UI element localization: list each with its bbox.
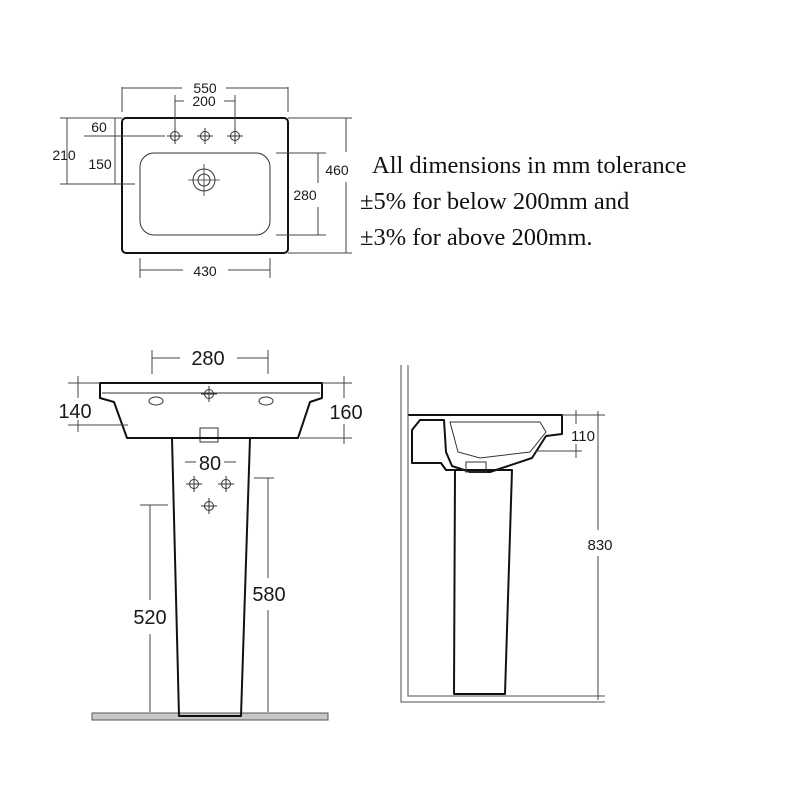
front-dim-580: 580 <box>252 477 286 712</box>
front-basin-outline <box>99 382 323 439</box>
plan-dim-550: 550 <box>121 80 289 112</box>
front-dim-520: 520 <box>133 504 168 712</box>
side-dim-830: 830 <box>587 411 613 700</box>
tolerance-note-line-1: All dimensions in mm tolerance <box>372 152 687 179</box>
plan-dim-right: 460 280 <box>276 117 352 254</box>
front-dim-140-label: 140 <box>58 401 91 423</box>
front-dim-160: 160 <box>300 376 363 444</box>
front-fixing-left-icon <box>185 475 203 493</box>
side-pedestal-outline <box>453 469 513 695</box>
side-basin-outline <box>408 414 563 473</box>
front-dim-280: 280 <box>151 348 269 374</box>
side-dim-830-label: 830 <box>587 537 612 554</box>
plan-dim-550-label: 550 <box>193 80 217 96</box>
front-dim-140: 140 <box>58 376 128 432</box>
plan-dim-left: 60 210 150 <box>52 117 165 185</box>
plan-tap-hole-right-icon <box>226 127 244 145</box>
plan-dim-280-label: 280 <box>293 187 317 203</box>
side-dim-110-label: 110 <box>571 428 595 445</box>
front-dim-580-label: 580 <box>252 584 285 606</box>
side-dim-110: 110 <box>536 410 605 458</box>
plan-tap-hole-left-icon <box>166 127 184 145</box>
front-fixing-right-icon <box>217 475 235 493</box>
plan-dim-430-label: 430 <box>193 263 217 279</box>
plan-dim-60-label: 60 <box>91 119 107 135</box>
plan-dim-460-label: 460 <box>325 162 349 178</box>
tolerance-note-line-2: ±5% for below 200mm and <box>360 188 630 215</box>
plan-bowl-outline <box>139 152 271 236</box>
plan-basin-outline <box>121 117 289 254</box>
side-wall-floor <box>400 365 605 703</box>
front-tap-hole-left-icon <box>148 396 164 406</box>
tolerance-note-line-3: ±3% for above 200mm. <box>360 224 593 251</box>
tolerance-note: All dimensions in mm tolerance ±5% for b… <box>360 148 780 256</box>
front-view: 280 140 160 80 520 <box>58 348 363 721</box>
side-view: 110 830 <box>400 365 613 703</box>
plan-dim-200-label: 200 <box>192 93 216 109</box>
plan-dim-430: 430 <box>139 258 271 279</box>
plan-dim-200: 200 <box>174 93 236 128</box>
front-overflow-icon <box>199 427 219 443</box>
plan-waste-icon <box>188 164 220 196</box>
plan-dim-150-label: 150 <box>88 156 112 172</box>
side-waste-icon <box>465 461 487 473</box>
plan-dim-210-label: 210 <box>52 147 76 163</box>
front-tap-hole-right-icon <box>258 396 274 406</box>
plan-view: 550 200 60 210 150 <box>52 80 352 279</box>
front-dim-80-label: 80 <box>199 453 221 475</box>
front-dim-520-label: 520 <box>133 607 166 629</box>
front-dim-80: 80 <box>185 453 236 475</box>
front-fixing-bottom-icon <box>200 497 218 515</box>
front-dim-160-label: 160 <box>329 402 362 424</box>
front-pedestal-outline <box>171 437 251 717</box>
front-dim-280-label: 280 <box>191 348 224 370</box>
front-tap-hole-centre-icon <box>200 385 218 403</box>
plan-tap-hole-centre-icon <box>196 127 214 145</box>
